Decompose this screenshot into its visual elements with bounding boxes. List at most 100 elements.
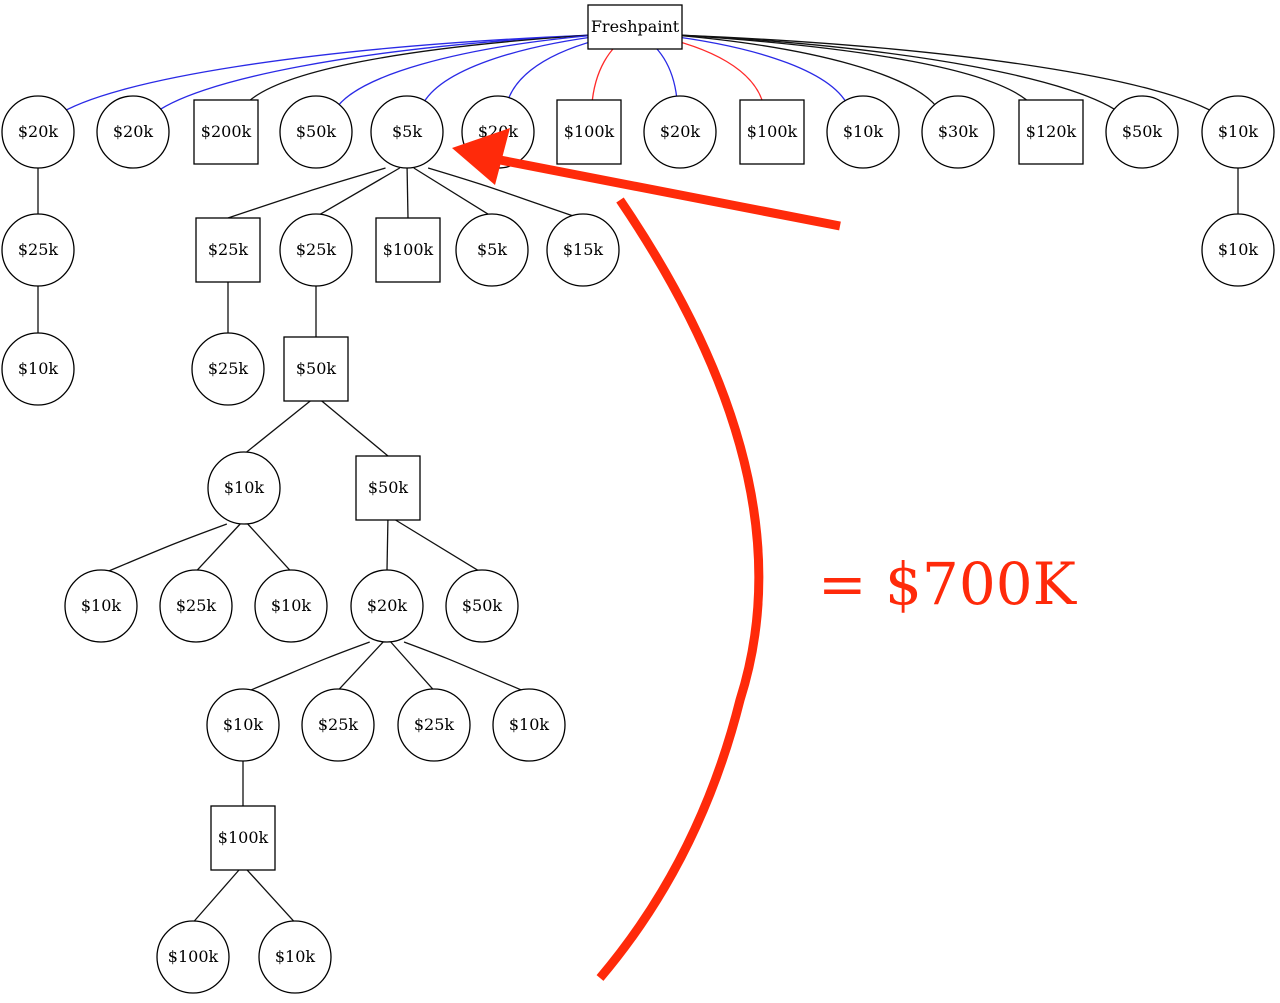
node-label: $20k: [367, 596, 408, 615]
node-circle: [643, 95, 717, 169]
node-circle: [301, 688, 375, 762]
node-box: [210, 805, 276, 871]
funding-node: $50k: [279, 95, 353, 169]
root-node: Freshpaint: [587, 4, 683, 50]
node-label: $30k: [938, 122, 979, 141]
funding-node: $100k: [556, 99, 622, 165]
funding-node: $10k: [64, 569, 138, 643]
funding-node: $25k: [301, 688, 375, 762]
funding-node: $25k: [191, 332, 265, 406]
node-box: [739, 99, 805, 165]
node-label: $25k: [208, 240, 249, 259]
funding-node: $25k: [195, 217, 261, 283]
funding-node: $200k: [193, 99, 259, 165]
funding-node: $20k: [643, 95, 717, 169]
node-label: $10k: [223, 715, 264, 734]
funding-node: $10k: [1201, 95, 1275, 169]
node-circle: [1, 95, 75, 169]
node-label: $50k: [1122, 122, 1163, 141]
node-label: $100k: [383, 240, 434, 259]
node-circle: [397, 688, 471, 762]
funding-node: $50k: [283, 336, 349, 402]
arrow-head: [452, 128, 510, 185]
node-label: $10k: [843, 122, 884, 141]
node-label: $10k: [509, 715, 550, 734]
funding-node: $100k: [156, 920, 230, 994]
funding-node: $120k: [1018, 99, 1084, 165]
edge-root-a12: [677, 34, 1034, 107]
node-label: $15k: [563, 240, 604, 259]
edge-a5-b4: [406, 167, 409, 219]
funding-node: $20k: [1, 95, 75, 169]
node-circle: [921, 95, 995, 169]
node-label: $25k: [176, 596, 217, 615]
funding-node: $50k: [1105, 95, 1179, 169]
node-circle: [455, 213, 529, 287]
node-circle: [370, 95, 444, 169]
node-circle: [64, 569, 138, 643]
funding-node: $100k: [210, 805, 276, 871]
funding-node: $25k: [159, 569, 233, 643]
node-label: $100k: [218, 828, 269, 847]
edge-a5-b5: [413, 167, 493, 218]
node-label: $10k: [81, 596, 122, 615]
node-label: $10k: [224, 478, 265, 497]
node-box: [193, 99, 259, 165]
funding-node: $25k: [279, 213, 353, 287]
node-label: $25k: [208, 359, 249, 378]
edge-root-a3: [243, 34, 593, 107]
edge-root-a14: [677, 34, 1221, 117]
node-label: $10k: [1218, 122, 1259, 141]
node-label: $120k: [1026, 122, 1077, 141]
node-label: $10k: [18, 359, 59, 378]
node-circle: [206, 688, 280, 762]
edge-d1-e1: [100, 523, 228, 575]
node-circle: [207, 451, 281, 525]
edge-e4-f4: [403, 641, 530, 694]
node-label: Freshpaint: [591, 17, 680, 36]
node-label: $5k: [477, 240, 507, 259]
node-circle: [258, 920, 332, 994]
edge-d2-e5: [395, 519, 483, 574]
funding-node: $10k: [258, 920, 332, 994]
funding-node: $100k: [375, 217, 441, 283]
edge-a5-b2: [227, 167, 386, 219]
node-label: $25k: [318, 715, 359, 734]
edge-c3-d1: [243, 400, 311, 455]
node-label: $25k: [18, 240, 59, 259]
node-label: $50k: [296, 122, 337, 141]
node-box: [355, 455, 421, 521]
funding-node: $25k: [397, 688, 471, 762]
node-box: [1018, 99, 1084, 165]
node-label: $10k: [271, 596, 312, 615]
funding-node: $10k: [1201, 213, 1275, 287]
edge-e4-f1: [242, 641, 370, 694]
node-circle: [1201, 213, 1275, 287]
node-label: $100k: [747, 122, 798, 141]
node-circle: [826, 95, 900, 169]
node-label: $5k: [392, 122, 422, 141]
node-label: $25k: [296, 240, 337, 259]
node-box: [195, 217, 261, 283]
node-circle: [1105, 95, 1179, 169]
node-box: [375, 217, 441, 283]
funding-node: $10k: [207, 451, 281, 525]
node-label: $20k: [660, 122, 701, 141]
node-circle: [1201, 95, 1275, 169]
arrow-shaft: [499, 155, 841, 231]
edge-root-a4: [333, 34, 597, 112]
edge-root-a2: [150, 34, 593, 117]
edge-g1-h2: [246, 869, 296, 923]
node-label: $100k: [564, 122, 615, 141]
funding-node: $20k: [350, 569, 424, 643]
root-box: [587, 4, 683, 50]
funding-node: $5k: [455, 213, 529, 287]
funding-node: $10k: [206, 688, 280, 762]
node-label: $25k: [414, 715, 455, 734]
edge-root-a1: [55, 34, 593, 117]
total-annotation: = $700K: [818, 550, 1078, 618]
edge-e4-f3: [390, 641, 435, 691]
edge-a5-b3: [315, 167, 401, 218]
funding-node: $10k: [1, 332, 75, 406]
edge-c3-d2: [321, 400, 389, 457]
